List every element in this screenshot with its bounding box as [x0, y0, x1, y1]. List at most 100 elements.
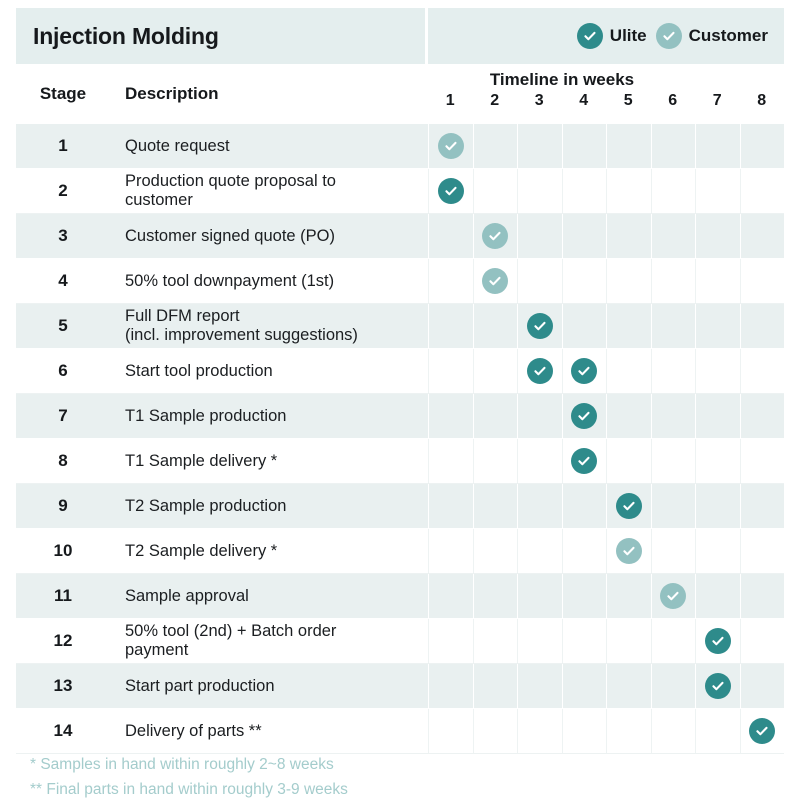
timeline-cell-week-6: [650, 439, 696, 483]
week-number-3: 3: [534, 92, 544, 109]
timeline-cell-week-8: [739, 259, 785, 303]
timeline-track: [428, 169, 784, 213]
timeline-cell-week-2: [472, 349, 518, 393]
timeline-cell-week-6: [650, 619, 696, 663]
description-line: T1 Sample production: [125, 406, 287, 425]
timeline-cell-week-8: [739, 664, 785, 708]
timeline-cell-week-1: [428, 529, 473, 573]
timeline-cell-week-2: [472, 484, 518, 528]
timeline-cell-week-6: [650, 484, 696, 528]
check-circle-icon: [615, 493, 642, 519]
page-title: Injection Molding: [33, 22, 219, 49]
description-line: T2 Sample production: [125, 496, 287, 515]
timeline-cell-week-6: [650, 214, 696, 258]
timeline-cell-week-8: [739, 169, 785, 213]
timeline-cell-week-7: [695, 394, 740, 438]
description-line: Start part production: [125, 676, 275, 695]
timeline-cell-week-2: [472, 304, 518, 348]
legend-label-customer: Customer: [688, 26, 768, 45]
legend-label-ulite: Ulite: [609, 26, 647, 45]
timeline-cell-week-6: [650, 259, 696, 303]
timeline-cell-week-1: [428, 394, 473, 438]
description-line: 50% tool (2nd) + Batch order: [125, 622, 337, 640]
timeline-rows: 1 Quote request 2 Production quote proposal…: [16, 124, 784, 754]
timeline-cell-week-7: [695, 529, 740, 573]
timeline-cell-week-4: [561, 529, 607, 573]
timeline-cell-week-5: [606, 664, 651, 708]
timeline-cell-week-5: [606, 169, 651, 213]
stage-number: 10: [53, 541, 73, 560]
stage-number: 2: [58, 181, 68, 200]
timeline-cell-week-5: [606, 349, 651, 393]
check-circle-icon: [571, 448, 598, 474]
timeline-cell-week-7: [695, 349, 740, 393]
table-row: 1 Quote request: [16, 124, 784, 169]
check-circle-icon: [749, 718, 776, 744]
timeline-cell-week-3: [517, 574, 562, 618]
timeline-cell-week-3: [517, 529, 562, 573]
stage-description: Full DFM report(incl. improvement sugges…: [110, 304, 428, 348]
stage-number: 9: [58, 496, 68, 515]
timeline-cell-week-5: [606, 709, 651, 753]
legend: Ulite Customer: [428, 8, 784, 64]
stage-number: 3: [58, 226, 68, 245]
timeline-cell-week-3: [517, 259, 562, 303]
check-circle-icon: [615, 538, 642, 564]
check-circle-icon: [704, 673, 731, 699]
timeline-cell-week-7: [695, 574, 740, 618]
column-header-stage: Stage: [39, 84, 87, 103]
week-number-6: 6: [668, 92, 678, 109]
timeline-track: [428, 214, 784, 258]
stage-number: 5: [58, 316, 68, 335]
timeline-cell-week-8: [739, 349, 785, 393]
timeline-cell-week-1: [428, 439, 473, 483]
footnote-single-star: * Samples in hand within roughly 2~8 wee…: [30, 756, 334, 773]
description-line: Sample approval: [125, 586, 249, 605]
timeline-cell-week-1: [428, 484, 473, 528]
description-line: T1 Sample delivery *: [125, 451, 278, 470]
timeline-cell-week-4: [561, 484, 607, 528]
stage-description: T1 Sample production: [110, 394, 428, 438]
check-circle-icon: [482, 268, 509, 294]
timeline-cell-week-8: [739, 214, 785, 258]
table-row: 5 Full DFM report(incl. improvement sugge…: [16, 304, 784, 349]
timeline-cell-week-4: [561, 709, 607, 753]
stage-description: Sample approval: [110, 574, 428, 618]
timeline-cell-week-7: [695, 619, 740, 663]
timeline-cell-week-7: [695, 439, 740, 483]
timeline-cell-week-1: [428, 259, 473, 303]
stage-number: 1: [58, 136, 68, 155]
check-circle-icon: [704, 628, 731, 654]
timeline-cell-week-5: [606, 529, 651, 573]
timeline-cell-week-8: [739, 484, 785, 528]
timeline-caption: Timeline in weeks: [489, 70, 635, 89]
legend-item-ulite: Ulite: [576, 23, 647, 49]
timeline-cell-week-5: [606, 394, 651, 438]
stage-description: Start part production: [110, 664, 428, 708]
timeline-cell-week-2: [472, 124, 518, 168]
timeline-track: [428, 124, 784, 168]
stage-description: T2 Sample delivery *: [110, 529, 428, 573]
table-row: 10 T2 Sample delivery *: [16, 529, 784, 574]
timeline-cell-week-1: [428, 709, 473, 753]
description-line: Quote request: [125, 136, 230, 155]
stage-number: 7: [58, 406, 68, 425]
description-line: Start tool production: [125, 361, 273, 380]
week-number-7: 7: [712, 92, 722, 109]
timeline-cell-week-3: [517, 439, 562, 483]
stage-description: Quote request: [110, 124, 428, 168]
description-line: payment: [125, 641, 189, 659]
description-line: 50% tool downpayment (1st): [125, 271, 335, 290]
column-header-description: Description: [125, 84, 219, 103]
timeline-cell-week-3: [517, 664, 562, 708]
timeline-cell-week-4: [561, 394, 607, 438]
timeline-cell-week-7: [695, 259, 740, 303]
timeline-cell-week-6: [650, 529, 696, 573]
timeline-track: [428, 304, 784, 348]
stage-description: T2 Sample production: [110, 484, 428, 528]
